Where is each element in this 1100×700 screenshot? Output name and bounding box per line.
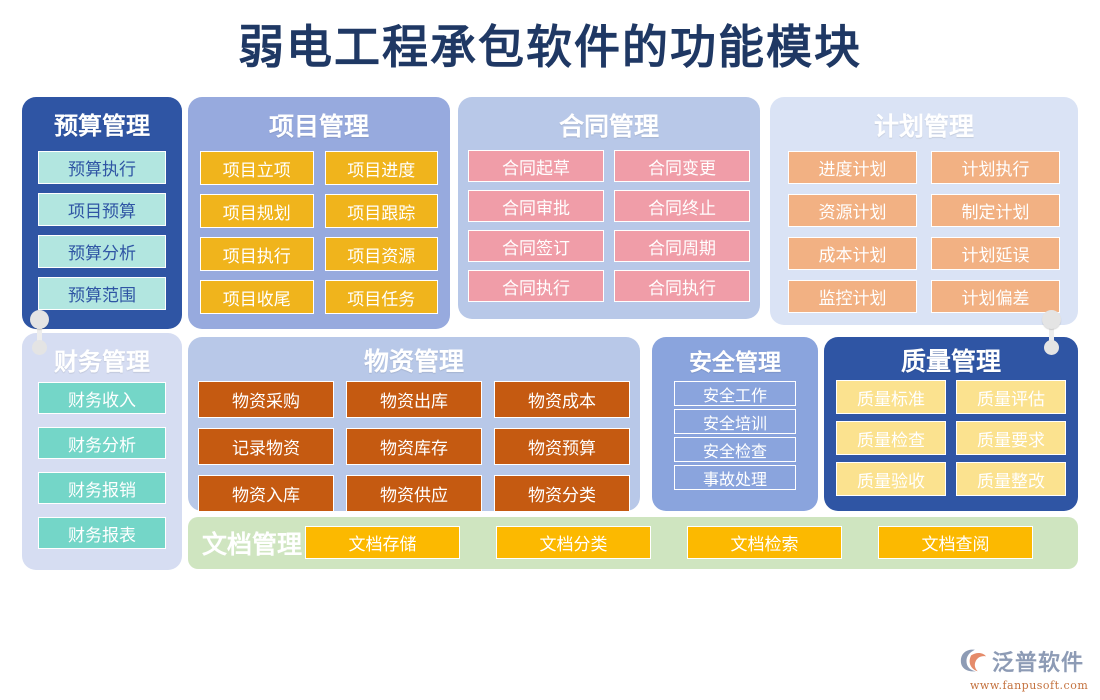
module-chip[interactable]: 项目执行 [200, 237, 314, 271]
panel-budget-items: 预算执行 项目预算 预算分析 预算范围 [22, 141, 182, 310]
module-chip[interactable]: 合同执行 [468, 270, 604, 302]
module-chip[interactable]: 合同变更 [614, 150, 750, 182]
module-chip[interactable]: 项目收尾 [200, 280, 314, 314]
module-chip[interactable]: 物资采购 [198, 381, 334, 418]
panel-contract-title: 合同管理 [558, 112, 659, 141]
module-chip[interactable]: 事故处理 [674, 465, 796, 490]
pushpin-stem [37, 324, 42, 348]
module-chip[interactable]: 合同审批 [468, 190, 604, 222]
module-chip[interactable]: 物资成本 [494, 381, 630, 418]
module-chip[interactable]: 项目预算 [38, 193, 166, 226]
module-chip[interactable]: 合同起草 [468, 150, 604, 182]
module-chip[interactable]: 文档存储 [305, 526, 460, 559]
module-chip[interactable]: 财务收入 [38, 382, 166, 414]
panel-quality-management: 质量管理 质量标准 质量评估 质量检查 质量要求 质量验收 质量整改 [824, 337, 1078, 511]
module-chip[interactable]: 文档检索 [687, 526, 842, 559]
module-chip[interactable]: 项目任务 [324, 280, 438, 314]
module-chip[interactable]: 文档查阅 [878, 526, 1033, 559]
panel-budget-management: 预算管理 预算执行 项目预算 预算分析 预算范围 [22, 97, 182, 329]
panel-finance-items: 财务收入 财务分析 财务报销 财务报表 [22, 377, 182, 549]
module-chip[interactable]: 合同执行 [614, 270, 750, 302]
panel-material-items: 物资采购 物资出库 物资成本 记录物资 物资库存 物资预算 物资入库 物资供应 … [188, 378, 640, 512]
panel-quality-items: 质量标准 质量评估 质量检查 质量要求 质量验收 质量整改 [824, 378, 1078, 496]
pushpin-icon [30, 310, 50, 356]
module-chip[interactable]: 物资库存 [346, 428, 482, 465]
module-chip[interactable]: 物资出库 [346, 381, 482, 418]
panel-document-management: 文档管理 文档存储 文档分类 文档检索 文档查阅 [188, 517, 1078, 569]
panel-safety-management: 安全管理 安全工作 安全培训 安全检查 事故处理 [652, 337, 818, 511]
panel-contract-items: 合同起草 合同变更 合同审批 合同终止 合同签订 合同周期 合同执行 合同执行 [458, 143, 760, 302]
module-chip[interactable]: 预算执行 [38, 151, 166, 184]
module-chip[interactable]: 安全工作 [674, 381, 796, 406]
watermark-logo: 泛普软件 www.fanpusoft.com [958, 645, 1090, 693]
module-chip[interactable]: 成本计划 [788, 237, 917, 270]
module-chip[interactable]: 质量要求 [956, 421, 1066, 455]
panel-budget-title: 预算管理 [54, 111, 150, 140]
module-chip[interactable]: 文档分类 [496, 526, 651, 559]
pushpin-stem [1049, 324, 1054, 348]
module-chip[interactable]: 预算范围 [38, 277, 166, 310]
module-chip[interactable]: 质量验收 [836, 462, 946, 496]
pushpin-icon [1042, 310, 1062, 356]
panel-finance-title: 财务管理 [54, 347, 150, 376]
fanpu-logo-icon [960, 649, 987, 672]
module-chip[interactable]: 记录物资 [198, 428, 334, 465]
page-title: 弱电工程承包软件的功能模块 [238, 20, 862, 74]
module-chip[interactable]: 合同签订 [468, 230, 604, 262]
module-chip[interactable]: 项目规划 [200, 194, 314, 228]
pushpin-head [30, 310, 49, 329]
module-chip[interactable]: 合同终止 [614, 190, 750, 222]
panel-material-title: 物资管理 [363, 347, 464, 376]
watermark-url: www.fanpusoft.com [970, 679, 1089, 692]
module-chip[interactable]: 进度计划 [788, 151, 917, 184]
panel-document-items: 文档存储 文档分类 文档检索 文档查阅 [305, 526, 1033, 559]
module-chip[interactable]: 合同周期 [614, 230, 750, 262]
pushpin-foot [32, 340, 47, 355]
module-chip[interactable]: 财务报表 [38, 517, 166, 549]
pushpin-foot [1044, 340, 1059, 355]
module-chip[interactable]: 物资分类 [494, 475, 630, 512]
module-chip[interactable]: 质量检查 [836, 421, 946, 455]
module-chip[interactable]: 安全培训 [674, 409, 796, 434]
module-chip[interactable]: 计划执行 [931, 151, 1060, 184]
panel-contract-management: 合同管理 合同起草 合同变更 合同审批 合同终止 合同签订 合同周期 合同执行 … [458, 97, 760, 319]
panel-material-management: 物资管理 物资采购 物资出库 物资成本 记录物资 物资库存 物资预算 物资入库 … [188, 337, 640, 512]
module-chip[interactable]: 项目进度 [324, 151, 438, 185]
module-chip[interactable]: 项目跟踪 [324, 194, 438, 228]
module-chip[interactable]: 质量评估 [956, 380, 1066, 414]
panel-project-items: 项目立项 项目进度 项目规划 项目跟踪 项目执行 项目资源 项目收尾 项目任务 [188, 143, 450, 314]
module-chip[interactable]: 监控计划 [788, 280, 917, 313]
panel-finance-management: 财务管理 财务收入 财务分析 财务报销 财务报表 [22, 333, 182, 570]
module-chip[interactable]: 制定计划 [931, 194, 1060, 227]
panel-safety-items: 安全工作 安全培训 安全检查 事故处理 [652, 377, 818, 490]
module-chip[interactable]: 安全检查 [674, 437, 796, 462]
module-chip[interactable]: 项目资源 [324, 237, 438, 271]
module-chip[interactable]: 计划偏差 [931, 280, 1060, 313]
module-chip[interactable]: 质量标准 [836, 380, 946, 414]
module-chip[interactable]: 财务分析 [38, 427, 166, 459]
module-chip[interactable]: 财务报销 [38, 472, 166, 504]
panel-plan-management: 计划管理 进度计划 计划执行 资源计划 制定计划 成本计划 计划延误 监控计划 … [770, 97, 1078, 325]
module-chip[interactable]: 项目立项 [200, 151, 314, 185]
panel-plan-title: 计划管理 [873, 112, 974, 141]
panel-plan-items: 进度计划 计划执行 资源计划 制定计划 成本计划 计划延误 监控计划 计划偏差 [770, 143, 1078, 313]
panel-quality-title: 质量管理 [900, 347, 1001, 376]
watermark-brand: 泛普软件 [992, 651, 1085, 676]
module-chip[interactable]: 计划延误 [931, 237, 1060, 270]
module-chip[interactable]: 物资预算 [494, 428, 630, 465]
module-chip[interactable]: 物资供应 [346, 475, 482, 512]
panel-project-management: 项目管理 项目立项 项目进度 项目规划 项目跟踪 项目执行 项目资源 项目收尾 … [188, 97, 450, 329]
panel-document-title: 文档管理 [202, 530, 303, 559]
pushpin-head [1042, 310, 1061, 329]
panel-project-title: 项目管理 [268, 112, 369, 141]
module-chip[interactable]: 预算分析 [38, 235, 166, 268]
module-chip[interactable]: 物资入库 [198, 475, 334, 512]
module-chip[interactable]: 资源计划 [788, 194, 917, 227]
panel-safety-title: 安全管理 [689, 349, 781, 376]
module-chip[interactable]: 质量整改 [956, 462, 1066, 496]
